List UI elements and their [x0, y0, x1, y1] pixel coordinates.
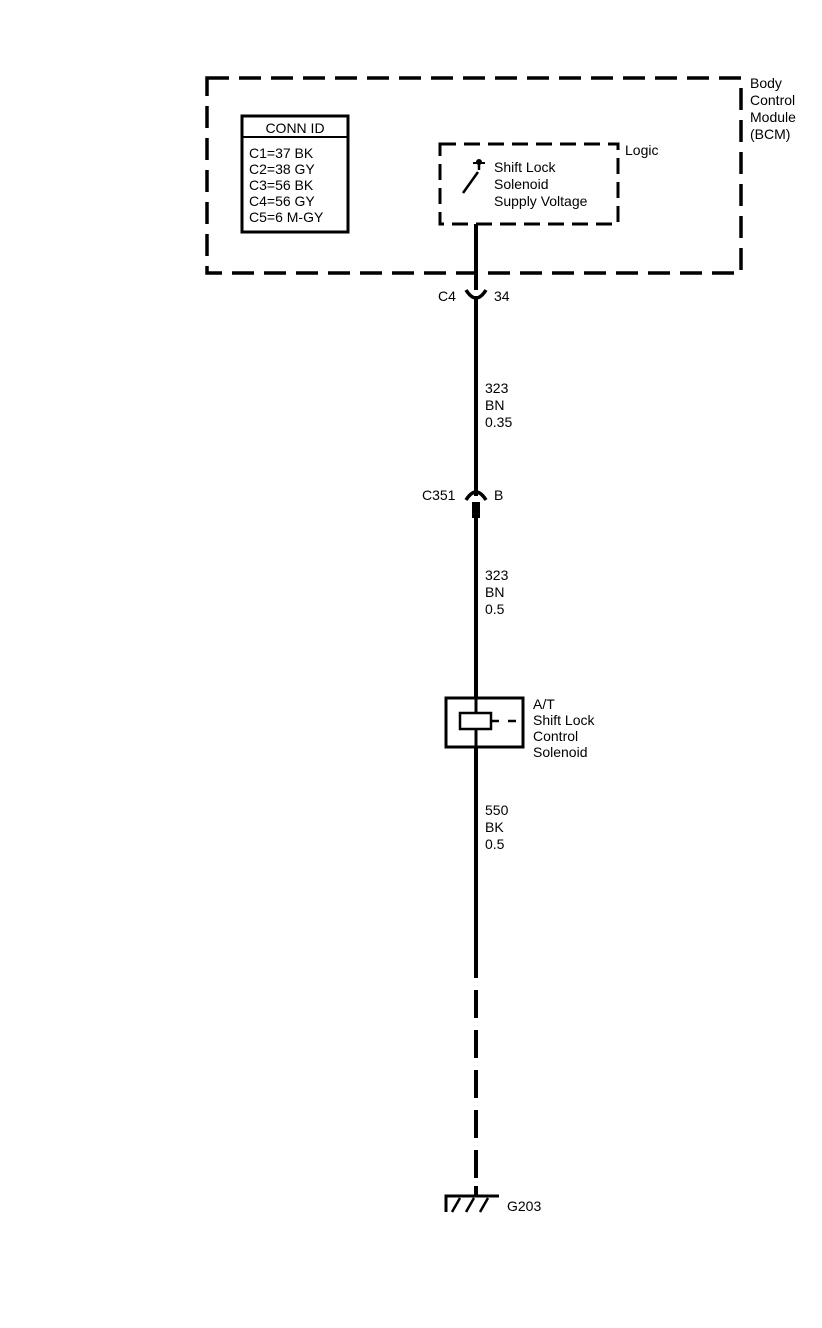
bcm-label: Body Control Module (BCM) — [750, 75, 796, 142]
wire-circuit: 323 — [485, 567, 509, 583]
solenoid-label-line: Solenoid — [533, 744, 588, 760]
wire-gauge: 0.5 — [485, 601, 505, 617]
connector-pin: 34 — [494, 288, 510, 304]
wire-circuit: 323 — [485, 380, 509, 396]
shift-lock-solenoid — [444, 696, 525, 749]
connector-pin: B — [494, 487, 503, 503]
bcm-label-line: Body — [750, 75, 782, 91]
conn-id-header: CONN ID — [265, 120, 324, 136]
logic-label: Logic — [625, 142, 658, 158]
connector-c4: C4 34 — [438, 288, 510, 304]
logic-text-line: Shift Lock — [494, 159, 556, 175]
wire-label-2: 323 BN 0.5 — [485, 567, 509, 617]
wire-color: BK — [485, 819, 504, 835]
conn-id-row: C3=56 BK — [249, 177, 314, 193]
wire-label-3: 550 BK 0.5 — [485, 802, 509, 852]
logic-text-line: Solenoid — [494, 176, 549, 192]
solenoid-label-line: Shift Lock — [533, 712, 595, 728]
conn-id-row: C1=37 BK — [249, 145, 314, 161]
ground-symbol: G203 — [444, 1186, 541, 1214]
conn-id-row: C5=6 M-GY — [249, 209, 324, 225]
connector-c351: C351 B — [422, 487, 503, 518]
wire-color: BN — [485, 584, 504, 600]
conn-id-table: CONN ID C1=37 BK C2=38 GY C3=56 BK C4=56… — [240, 114, 350, 234]
solenoid-label-line: A/T — [533, 696, 555, 712]
conn-id-row: C2=38 GY — [249, 161, 315, 177]
wire-gauge: 0.35 — [485, 414, 512, 430]
logic-boundary — [438, 142, 620, 226]
supply-switch-symbol — [461, 159, 485, 194]
ground-id: G203 — [507, 1198, 541, 1214]
solenoid-label: A/T Shift Lock Control Solenoid — [533, 696, 595, 760]
bcm-label-line: Control — [750, 92, 795, 108]
wire-gauge: 0.5 — [485, 836, 505, 852]
connector-id: C4 — [438, 288, 456, 304]
wire-color: BN — [485, 397, 504, 413]
solenoid-label-line: Control — [533, 728, 578, 744]
bcm-label-line: Module — [750, 109, 796, 125]
connector-id: C351 — [422, 487, 456, 503]
conn-id-row: C4=56 GY — [249, 193, 315, 209]
logic-text-line: Supply Voltage — [494, 193, 588, 209]
bcm-label-line: (BCM) — [750, 126, 790, 142]
wire-circuit: 550 — [485, 802, 509, 818]
wire-label-1: 323 BN 0.35 — [485, 380, 512, 430]
conn-id-border — [240, 114, 350, 234]
